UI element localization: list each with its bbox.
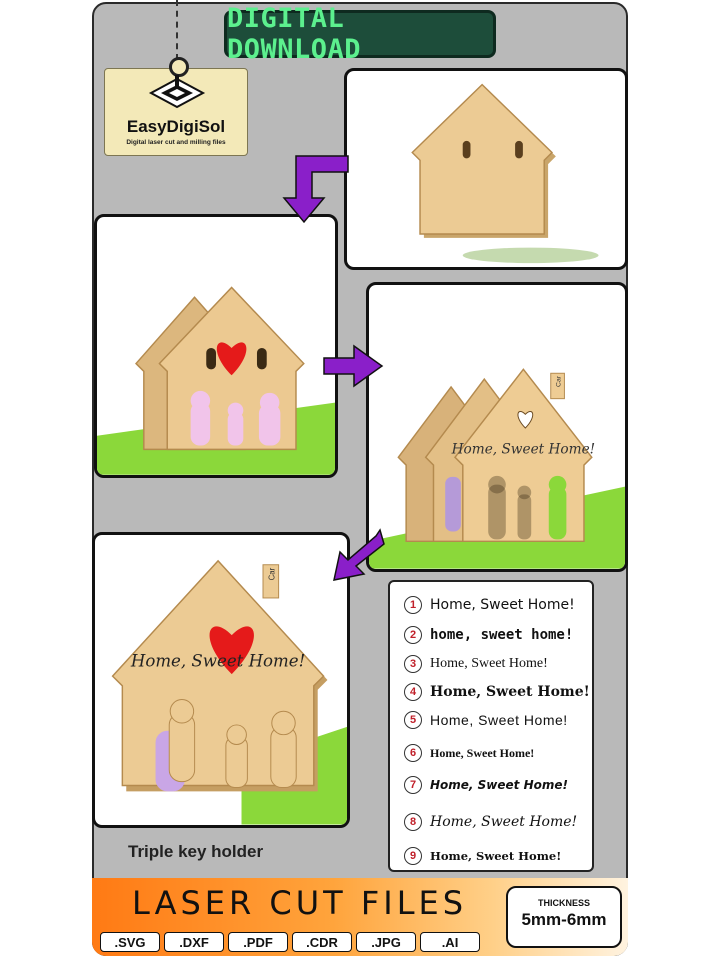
style-sample: Home, Sweet Home! [430,849,562,863]
step-4-panel: Car Home, Sweet Home! [92,532,350,828]
list-item: 1 Home, Sweet Home! [404,594,575,616]
list-item: 5 Home, Sweet Home! [404,709,568,731]
format-cdr: .CDR [292,932,352,952]
house-tag-text-2: Car [268,567,277,580]
single-house-illustration [411,83,599,264]
double-house-illustration [97,286,335,475]
style-number: 8 [404,813,422,831]
list-item: 6 Home, Sweet Home! [404,742,534,764]
flow-arrow-3-icon [333,528,385,581]
format-ai: .AI [420,932,480,952]
style-number: 6 [404,744,422,762]
style-sample: Home, Sweet Home! [430,684,590,700]
format-dxf: .DXF [164,932,224,952]
hanger-ring [169,57,189,77]
hanger-string [176,0,178,60]
flow-arrow-2-icon [323,344,384,388]
house-engraving-text: Home, Sweet Home! [451,441,596,457]
file-formats: .SVG .DXF .PDF .CDR .JPG .AI [100,932,480,952]
step-2-panel [94,214,338,478]
laser-cut-banner: LASER CUT FILES THICKNESS 5mm-6mm .SVG .… [92,878,628,956]
house-engraving-text-2: Home, Sweet Home! [130,651,305,670]
style-sample: home, sweet home! [430,627,574,643]
style-number: 7 [404,776,422,794]
brand-tagline: Digital laser cut and milling files [126,139,226,146]
style-number: 4 [404,683,422,701]
style-number: 3 [404,655,422,673]
format-svg: .SVG [100,932,160,952]
list-item: 4 Home, Sweet Home! [404,681,590,703]
thickness-label: THICKNESS [537,898,590,908]
style-sample: Home, Sweet Home! [430,712,568,728]
style-sample: Home, Sweet Home! [430,745,535,760]
logo-tag: EasyDigiSol Digital laser cut and millin… [104,57,248,156]
finished-key-holder-illustration: Car Home, Sweet Home! [111,559,347,825]
product-caption: Triple key holder [128,842,264,861]
list-item: 7 Home, Sweet Home! [404,774,568,796]
digital-download-badge: DIGITAL DOWNLOAD [224,3,496,65]
list-item: 8 Home, Sweet Home! [404,811,577,833]
step-3-panel: Home, Sweet Home! Car [366,282,628,572]
style-number: 9 [404,847,422,865]
house-tag-text: Car [556,375,563,387]
format-pdf: .PDF [228,932,288,952]
style-sample: Home, Sweet Home! [430,814,578,830]
brand-name: EasyDigiSol [126,117,226,136]
style-sample: Home, Sweet Home! [430,778,568,792]
thickness-box: THICKNESS 5mm-6mm [506,886,622,948]
format-jpg: .JPG [356,932,416,952]
list-item: 3 Home, Sweet Home! [404,653,548,675]
triple-house-illustration: Home, Sweet Home! Car [369,368,625,569]
style-sample: Home, Sweet Home! [430,656,548,671]
flow-arrow-1-icon [282,155,349,224]
badge-text: DIGITAL DOWNLOAD [227,3,362,65]
step-1-panel [344,68,628,270]
style-number: 1 [404,596,422,614]
style-number: 2 [404,626,422,644]
list-item: 2 home, sweet home! [404,624,573,646]
stacked-layers-icon [148,75,206,109]
style-number: 5 [404,711,422,729]
style-sample: Home, Sweet Home! [430,597,575,613]
list-item: 9 Home, Sweet Home! [404,845,561,867]
banner-title: LASER CUT FILES [132,884,468,922]
thickness-value: 5mm-6mm [521,910,607,929]
font-styles-list: 1 Home, Sweet Home! 2 home, sweet home! … [388,580,594,872]
